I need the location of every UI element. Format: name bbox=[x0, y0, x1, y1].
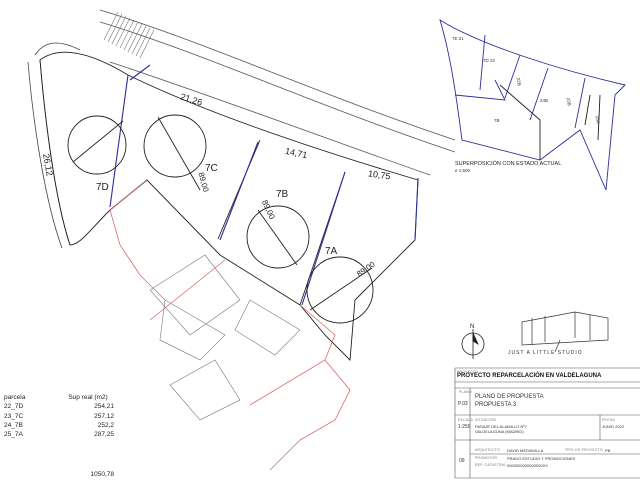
tipo-label: TIPO DE PROYECTO bbox=[565, 448, 603, 452]
table-row: 24_7B 252,2 bbox=[4, 421, 124, 430]
overlay-parcel-label: 25A bbox=[595, 115, 601, 124]
area-table: parcela Sup real (m2) 22_7D 254,21 23_7C… bbox=[4, 393, 124, 480]
parcel-division-lines bbox=[109, 64, 419, 306]
column-header-parcela: parcela bbox=[4, 394, 26, 401]
studio-logo-icon bbox=[521, 311, 609, 353]
titleblock: PROYECTO PROYECTO REPARCELACIÓN EN VALDE… bbox=[455, 369, 638, 478]
escala-value: 1:250 bbox=[458, 424, 471, 430]
dimension-label: 14,71 bbox=[284, 146, 308, 160]
promotor-label: PROMOTOR bbox=[475, 456, 498, 460]
parcel-circles bbox=[67, 114, 374, 324]
fecha-label: FECHA bbox=[602, 418, 615, 422]
left-boundary-strip bbox=[27, 42, 81, 249]
project-label: PROYECTO bbox=[457, 370, 479, 374]
road-edge-lines bbox=[99, 9, 456, 176]
parcel-area: 254,21 bbox=[94, 403, 114, 411]
circle-7d bbox=[67, 115, 127, 175]
plano-number: P.03 bbox=[458, 401, 468, 407]
parcel-label-7b: 7B bbox=[276, 189, 289, 200]
parcel-id: 25_7A bbox=[4, 431, 23, 439]
plano-title: PLANO DE PROPUESTA bbox=[475, 394, 544, 400]
arquitecto-label: ARQUITECTO bbox=[475, 448, 500, 452]
north-arrow-icon bbox=[461, 329, 485, 359]
overlay-parcel-label: 22B bbox=[516, 77, 522, 86]
fecha-value: JUNIO 2022 bbox=[602, 424, 625, 429]
overlay-scale: e 1:500 bbox=[455, 168, 471, 173]
project-title: PROYECTO REPARCELACIÓN EN VALDELAGUNA bbox=[457, 373, 602, 379]
titleblock-frame bbox=[454, 367, 640, 479]
parcel-id: 22_7D bbox=[4, 403, 24, 411]
parcel-area: 287,25 bbox=[94, 431, 114, 439]
situacion-line2: VALDELAGUNA (MADRID) bbox=[475, 429, 524, 434]
parcel-area: 257,12 bbox=[94, 412, 114, 420]
overlay-caption: SUPERPOSICIÓN CON ESTADO ACTUAL bbox=[455, 160, 561, 167]
table-row: 25_7A 287,25 bbox=[4, 430, 124, 439]
parcel-label-7c: 7C bbox=[205, 163, 218, 174]
circle-dimension: 89,00 bbox=[197, 171, 211, 193]
dimension-label: 10,75 bbox=[367, 168, 391, 181]
circle-7a bbox=[306, 256, 374, 324]
overlay-parcel-label: 24B bbox=[540, 98, 548, 103]
area-total: 1050,78 bbox=[90, 471, 115, 479]
dimension-label: 26,12 bbox=[41, 153, 55, 177]
parcel-id: 23_7C bbox=[4, 412, 24, 420]
circle-7b bbox=[246, 205, 310, 269]
escala-label: ESCALA bbox=[458, 418, 474, 422]
area-table-header: parcela Sup real (m2) bbox=[4, 393, 124, 402]
ref-label: REF. CATASTRAL bbox=[475, 463, 507, 467]
promotor-value: PRADO ESTUDIO Y PROMOCIONES bbox=[507, 456, 576, 461]
table-row: 22_7D 254,21 bbox=[4, 402, 124, 411]
plano-label: PLANO bbox=[459, 390, 472, 394]
overlay-parcel-label: 7B bbox=[494, 118, 500, 123]
parcel-label-7d: 7D bbox=[96, 182, 109, 193]
parcel-outlines bbox=[39, 51, 419, 362]
parcel-label-7a: 7A bbox=[325, 246, 338, 257]
overlay-parcel-label: 7D 22 bbox=[483, 58, 496, 63]
ref-value: 0000000000000000XX bbox=[507, 463, 548, 468]
overlay-key-plan bbox=[439, 18, 626, 191]
circle-7c bbox=[143, 114, 207, 178]
dimension-label: 21,26 bbox=[179, 91, 203, 107]
north-label: N bbox=[470, 324, 474, 330]
existing-boundary-red bbox=[109, 179, 351, 471]
situacion-label: SITUACIÓN bbox=[475, 418, 496, 422]
tipo-value: PB bbox=[605, 448, 611, 453]
plano-subtitle: PROPUESTA 3 bbox=[475, 402, 517, 408]
table-row: 23_7C 257,12 bbox=[4, 412, 124, 421]
parcel-area: 252,2 bbox=[97, 421, 114, 429]
overlay-parcel-label: 23B bbox=[566, 97, 572, 106]
sheet-number: 09 bbox=[459, 458, 465, 464]
situacion-line1: PASAJE DEL ALAMILLO Nº7 bbox=[475, 424, 527, 429]
studio-name: JUST A LITTLE STUDIO bbox=[508, 350, 583, 356]
hatched-strip bbox=[103, 11, 155, 59]
column-header-sup-real: Sup real (m2) bbox=[68, 394, 108, 401]
existing-buildings bbox=[149, 254, 301, 421]
arquitecto-value: DAVID MEDIAVILLA bbox=[507, 448, 544, 453]
parcel-id: 24_7B bbox=[4, 421, 23, 429]
overlay-parcel-label: 7E 21 bbox=[452, 36, 464, 41]
